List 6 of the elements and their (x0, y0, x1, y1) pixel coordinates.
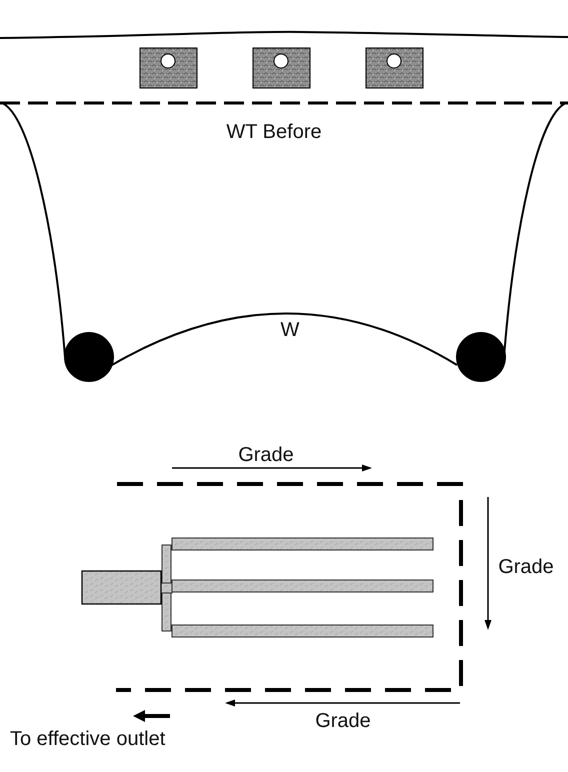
grade-label: Grade (315, 710, 371, 732)
grade-label: Grade (498, 556, 554, 578)
curve-label: W (280, 319, 300, 341)
outlet-label: To effective outlet (10, 728, 166, 750)
water-table-label: WT Before (226, 121, 322, 143)
grade-label: Grade (238, 444, 294, 466)
